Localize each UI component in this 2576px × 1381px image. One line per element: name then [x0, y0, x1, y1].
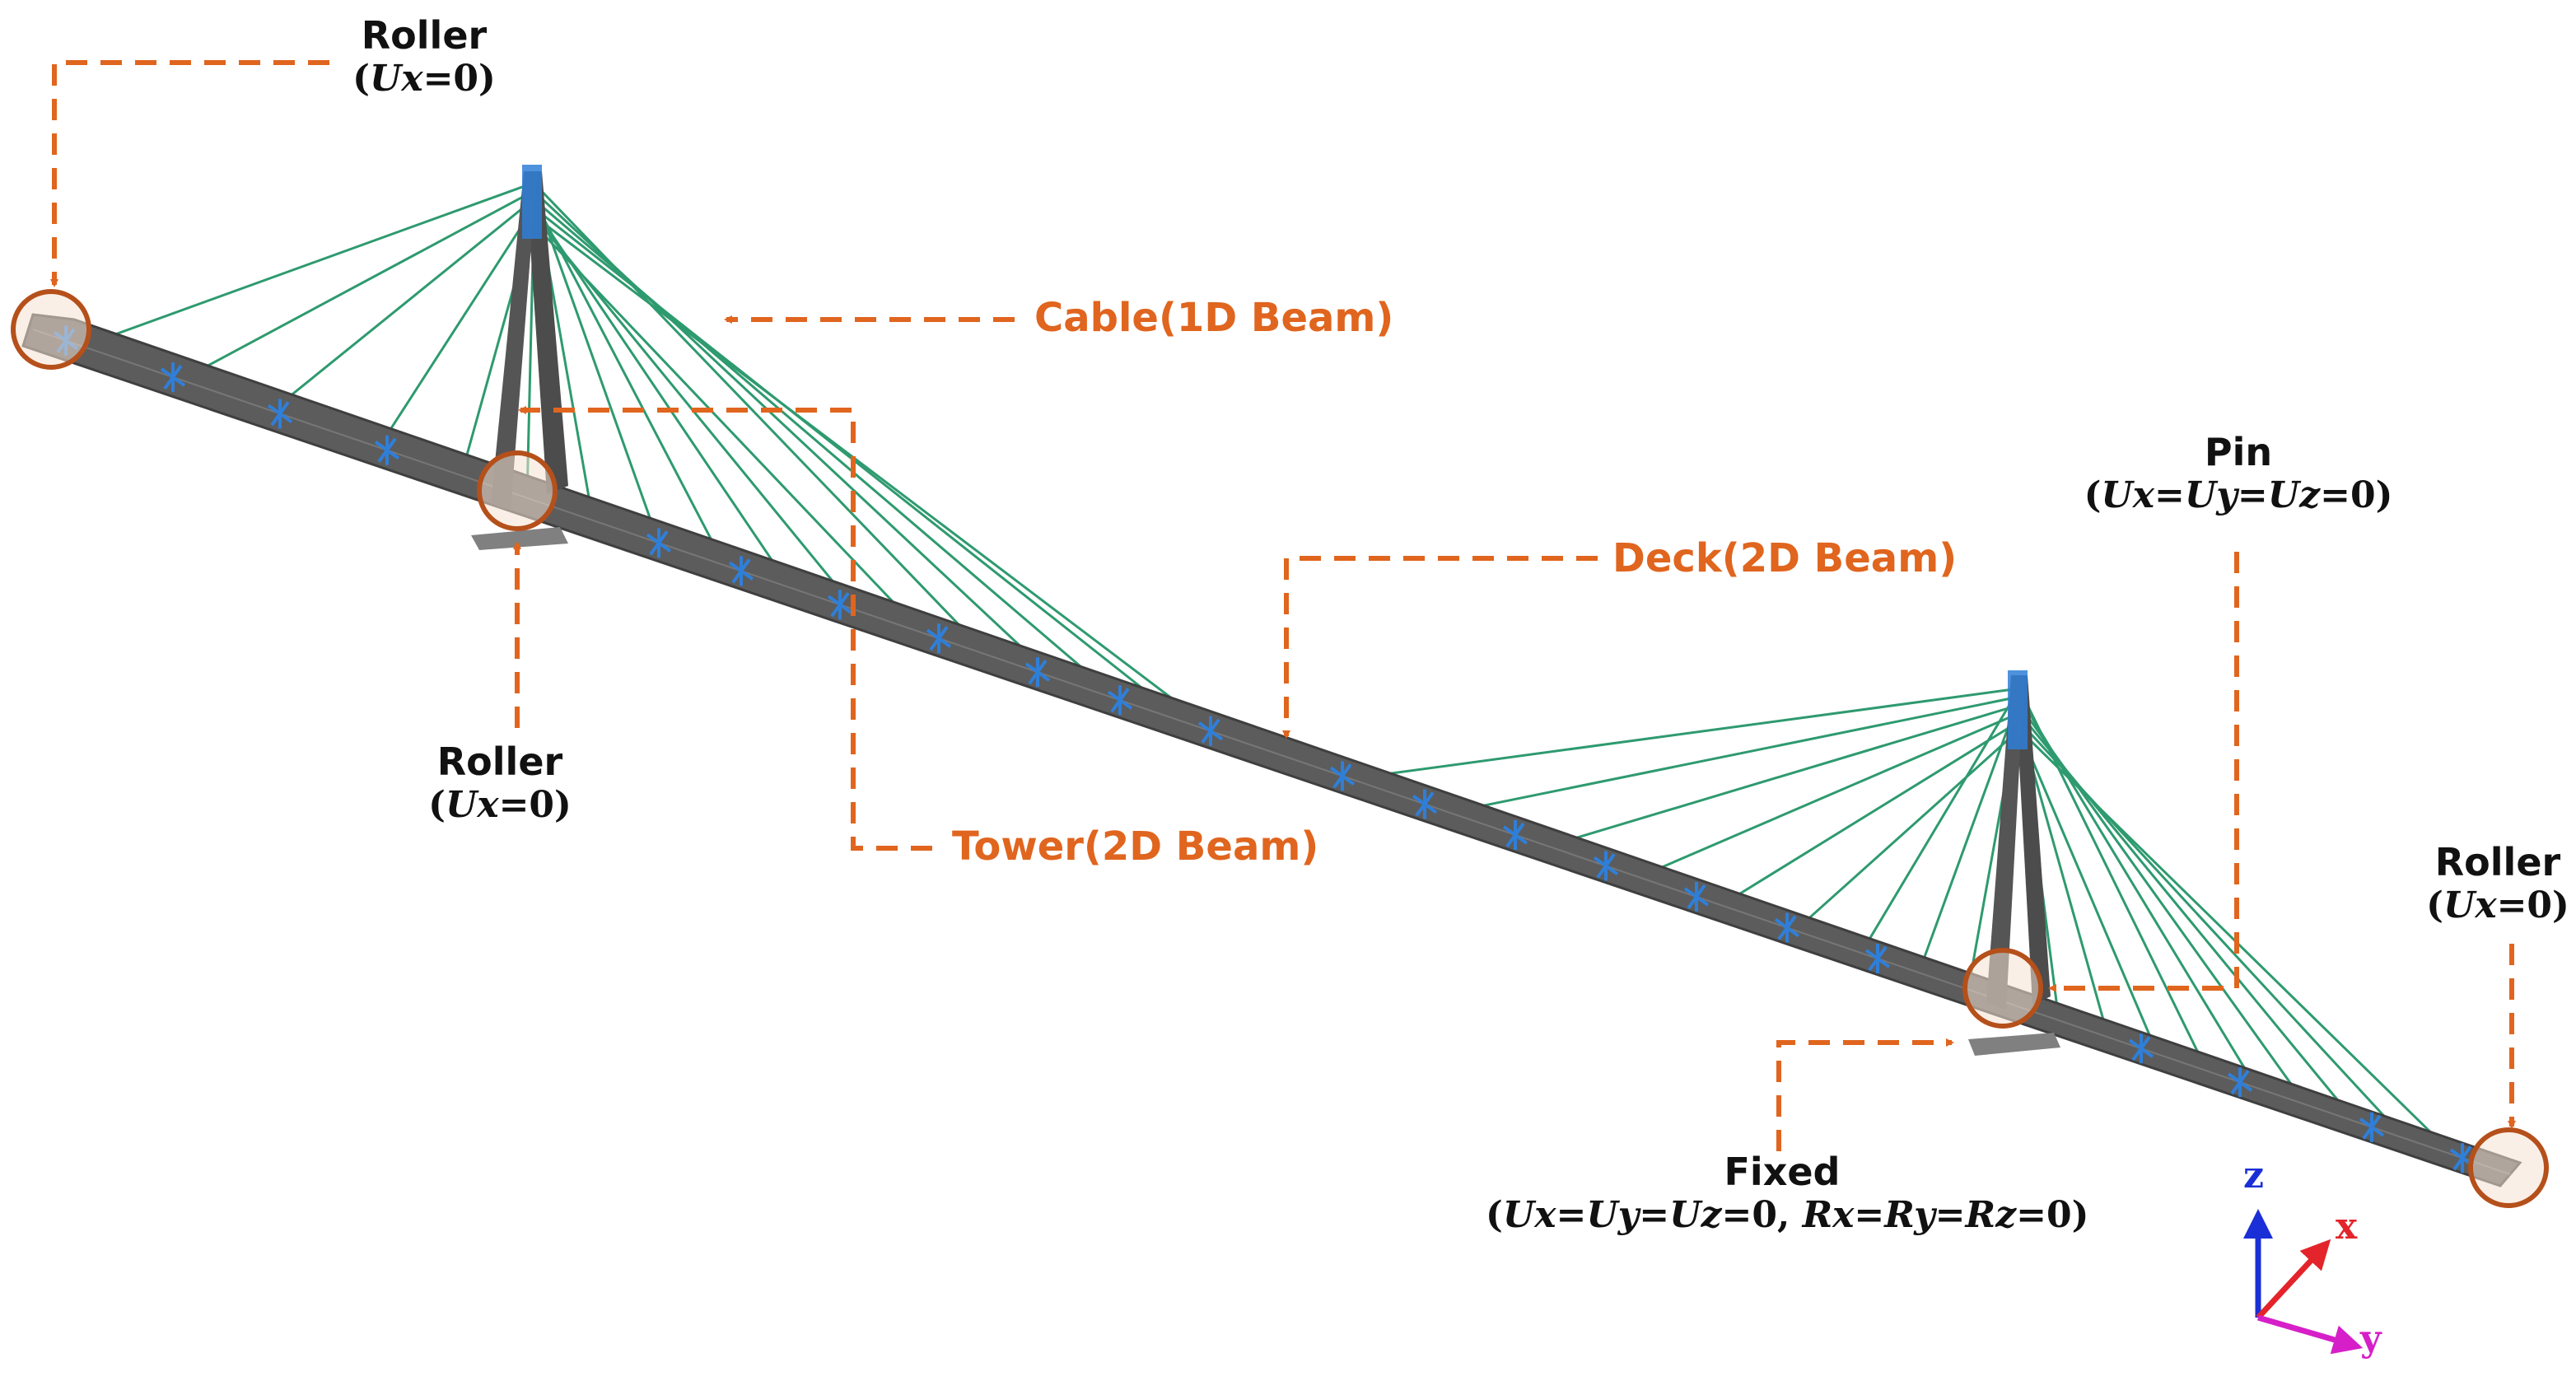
- label-roller-tower: Roller (Ux=0): [428, 739, 572, 826]
- support-tower-left-roller: [477, 450, 558, 531]
- leader-deck: [1282, 556, 1598, 739]
- right-tower-cable-8: [1917, 696, 2021, 973]
- label-tower: Tower(2D Beam): [952, 823, 1319, 870]
- deck-constraint-9: [1024, 657, 1051, 688]
- left-tower-cable-2: [180, 189, 534, 381]
- deck-constraint-3: [267, 399, 293, 429]
- deck-constraint-7: [827, 590, 853, 620]
- tower-left: [471, 165, 568, 550]
- right-tower-cable-5: [1720, 720, 2020, 907]
- deck-constraint-14: [1502, 819, 1528, 850]
- leader-tower: [518, 406, 932, 851]
- support-left-roller: [11, 289, 91, 370]
- support-tower-right-pin: [1962, 948, 2043, 1029]
- deck-constraint-19: [2128, 1033, 2154, 1064]
- left-tower-cable-10: [532, 207, 792, 589]
- tower-right: [1968, 670, 2060, 1056]
- left-tower-cable-16: [533, 206, 1187, 724]
- left-tower-cable-1: [82, 181, 534, 348]
- deck-constraint-6: [728, 556, 754, 586]
- coordinate-axes: [2243, 1209, 2364, 1355]
- deck-constraint-13: [1412, 789, 1438, 819]
- label-pin: Pin (Ux=Uy=Uz=0): [2084, 430, 2393, 516]
- axis-x-label: x: [2336, 1206, 2358, 1248]
- deck-constraint-2: [160, 362, 186, 392]
- deck-constraint-17: [1774, 912, 1800, 943]
- axis-y-label: y: [2360, 1318, 2382, 1360]
- leader-fixed: [1776, 1038, 1954, 1151]
- left-tower-cable-17: [533, 214, 1220, 735]
- left-tower-cable-12: [532, 222, 924, 634]
- deck-constraint-16: [1683, 882, 1710, 912]
- right-tower-cable-3: [1547, 703, 2020, 848]
- support-circles: [11, 289, 2549, 1208]
- deck-constraint-18: [1864, 944, 1891, 974]
- label-fixed: Fixed (Ux=Uy=Uz=0, Rx=Ry=Rz=0): [1486, 1150, 2089, 1236]
- deck-constraint-12: [1329, 761, 1356, 791]
- deck-constraint-11: [1197, 716, 1224, 746]
- support-right-roller: [2468, 1127, 2549, 1208]
- deck-constraint-4: [374, 435, 400, 465]
- right-tower-cable-2: [1449, 695, 2020, 814]
- label-roller-left: Roller (Ux=0): [352, 13, 496, 100]
- deck-constraint-8: [926, 623, 952, 654]
- right-tower-cable-6: [1794, 728, 2021, 932]
- leader-pin: [2048, 552, 2239, 992]
- right-tower-cable-12: [2018, 729, 2159, 1055]
- label-roller-right: Roller (Ux=0): [2426, 840, 2569, 926]
- deck-constraint-15: [1593, 851, 1619, 881]
- deck-constraint-21: [2359, 1112, 2385, 1142]
- left-tower-cable-9: [532, 198, 726, 567]
- right-tower-cable-7: [1860, 688, 2021, 954]
- left-tower-cable-3: [271, 198, 534, 413]
- leader-lines: [50, 60, 2516, 1151]
- left-tower-cable-8: [532, 190, 660, 544]
- deck-constraint-10: [1107, 685, 1133, 716]
- deck-constraint-5: [646, 528, 672, 558]
- axis-z-label: z: [2243, 1155, 2264, 1197]
- axis-x-arrow: [2256, 1239, 2331, 1320]
- right-tower-cable-1: [1350, 687, 2020, 781]
- label-cable: Cable(1D Beam): [1034, 295, 1394, 341]
- deck-constraint-20: [2227, 1067, 2253, 1098]
- label-deck: Deck(2D Beam): [1612, 535, 1958, 581]
- left-tower-cable-4: [377, 207, 535, 449]
- axis-y-arrow: [2257, 1314, 2364, 1355]
- left-tower-cable-15: [533, 198, 1121, 702]
- leader-roller-left: [50, 60, 329, 287]
- right-tower-cable-4: [1638, 711, 2020, 879]
